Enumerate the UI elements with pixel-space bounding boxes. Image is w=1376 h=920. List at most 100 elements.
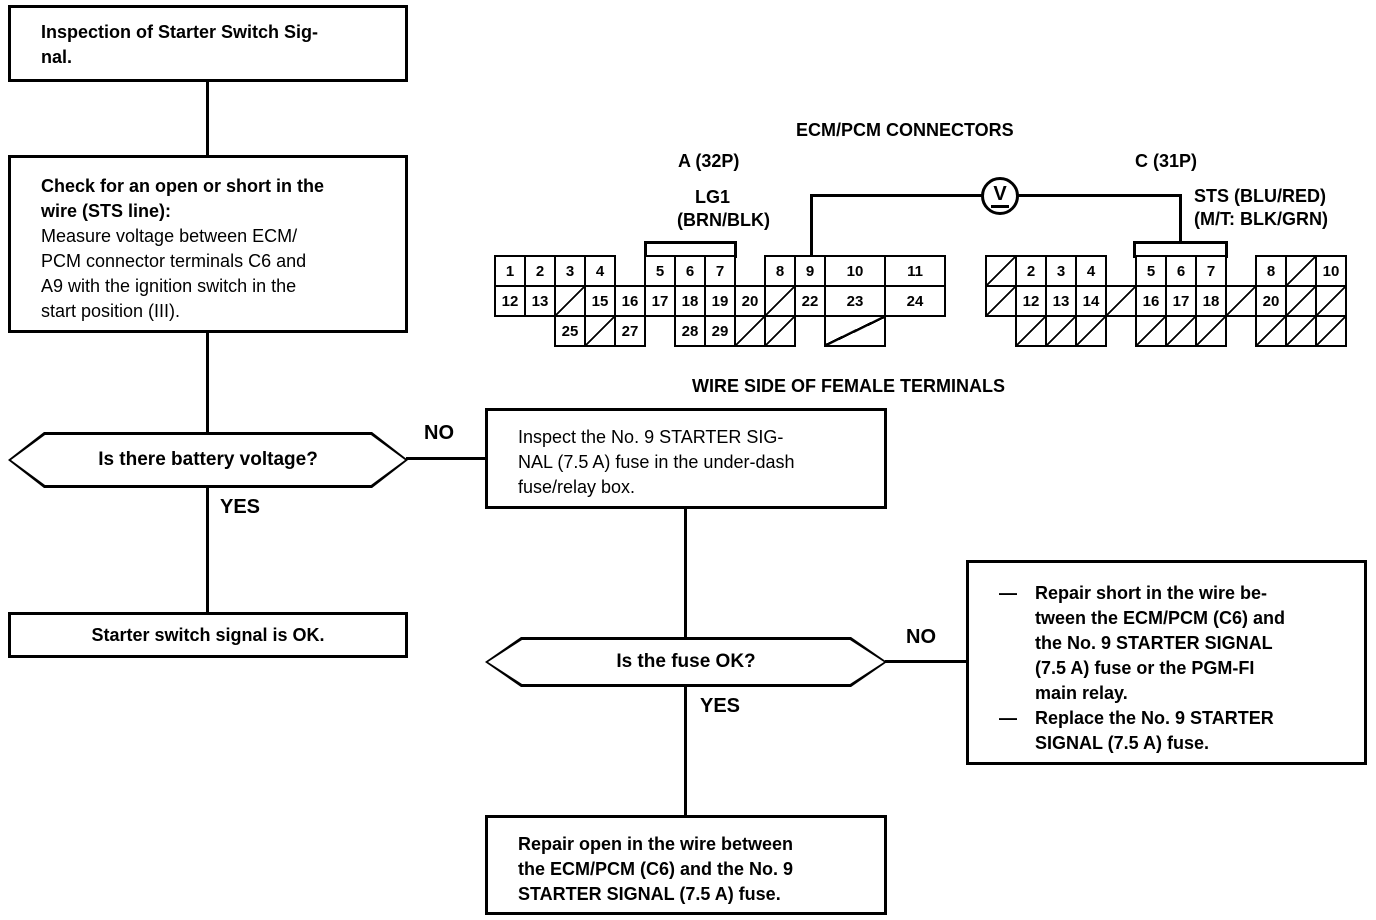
terminal-cell-unused — [1285, 315, 1317, 347]
sts-name: STS (BLU/RED) — [1194, 186, 1326, 206]
repair-short-item: — Repair short in the wire be- tween the… — [999, 581, 1354, 706]
repair-open-box: Repair open in the wire between the ECM/… — [485, 815, 887, 915]
terminal-cell-5: 5 — [644, 255, 676, 287]
terminal-cell-unused — [1075, 315, 1107, 347]
fuse-no-label: NO — [906, 626, 936, 648]
terminal-cell-6: 6 — [1165, 255, 1197, 287]
flow-line-fuse-yes — [684, 686, 687, 815]
dash-bullet: — — [999, 583, 1017, 603]
connector-a-label: A (32P) — [678, 151, 740, 171]
sts-terminal-label: STS (BLU/RED) (M/T: BLK/GRN) — [1194, 185, 1328, 231]
terminal-cell-unused — [1015, 315, 1047, 347]
terminal-cell-unused — [985, 255, 1017, 287]
terminal-cell-10: 10 — [824, 255, 886, 287]
terminal-cell-9: 9 — [794, 255, 826, 287]
terminal-cell-15: 15 — [584, 285, 616, 317]
terminal-cell-19: 19 — [704, 285, 736, 317]
terminal-cell-6: 6 — [674, 255, 706, 287]
terminal-cell-unused — [1135, 315, 1167, 347]
terminal-cell-unused — [584, 315, 616, 347]
signal-ok-text: Starter switch signal is OK. — [91, 624, 325, 645]
terminal-cell-unused — [554, 285, 586, 317]
terminal-cell-20: 20 — [1255, 285, 1287, 317]
terminal-cell-unused — [1315, 315, 1347, 347]
terminal-cell-23: 23 — [824, 285, 886, 317]
terminal-cell-12: 12 — [494, 285, 526, 317]
connector-diagram-title: ECM/PCM CONNECTORS — [796, 120, 1014, 140]
terminal-cell-29: 29 — [704, 315, 736, 347]
flow-line-inspect-to-fuse — [684, 508, 687, 637]
terminal-cell-27: 27 — [614, 315, 646, 347]
terminal-cell-unused — [1165, 315, 1197, 347]
fuse-yes-label: YES — [700, 695, 741, 717]
start-box-text: Inspection of Starter Switch Sig- nal. — [41, 22, 319, 67]
terminal-cell-unused — [1285, 285, 1317, 317]
terminal-cell-unused — [1315, 285, 1347, 317]
flow-line-check-to-battery — [206, 333, 209, 432]
start-box: Inspection of Starter Switch Sig- nal. — [8, 5, 408, 82]
terminal-cell-4: 4 — [584, 255, 616, 287]
terminal-cell-unused — [1105, 285, 1137, 317]
terminal-cell-24: 24 — [884, 285, 946, 317]
lg1-terminal-label: LG1 (BRN/BLK) — [677, 186, 770, 232]
flow-line-fuse-no — [885, 660, 966, 663]
dash-bullet: — — [999, 708, 1017, 728]
inspect-fuse-box: Inspect the No. 9 STARTER SIG- NAL (7.5 … — [485, 408, 887, 509]
terminal-cell-7: 7 — [1195, 255, 1227, 287]
terminal-cell-16: 16 — [614, 285, 646, 317]
voltmeter-letter: V — [991, 184, 1009, 208]
terminal-cell-18: 18 — [1195, 285, 1227, 317]
check-box-heading: Check for an open or short in the wire (… — [41, 176, 325, 221]
terminal-cell-8: 8 — [1255, 255, 1287, 287]
battery-yes-label: YES — [220, 496, 261, 518]
terminal-cell-18: 18 — [674, 285, 706, 317]
terminal-cell-unused — [1225, 285, 1257, 317]
check-box: Check for an open or short in the wire (… — [8, 155, 408, 333]
battery-no-label: NO — [424, 422, 454, 444]
wire-side-caption: WIRE SIDE OF FEMALE TERMINALS — [692, 376, 1005, 396]
terminal-cell-unused — [764, 315, 796, 347]
terminal-cell-unused — [1045, 315, 1077, 347]
terminal-cell-17: 17 — [644, 285, 676, 317]
signal-ok-box: Starter switch signal is OK. — [8, 612, 408, 658]
terminal-cell-22: 22 — [794, 285, 826, 317]
flow-line-battery-yes — [206, 486, 209, 612]
meter-wire-to-a9 — [810, 194, 813, 255]
terminal-cell-unused — [985, 285, 1017, 317]
terminal-cell-unused — [764, 285, 796, 317]
terminal-cell-5: 5 — [1135, 255, 1167, 287]
battery-voltage-question: Is there battery voltage? — [11, 435, 405, 485]
battery-voltage-decision: Is there battery voltage? — [8, 432, 408, 488]
terminal-cell-4: 4 — [1075, 255, 1107, 287]
fuse-ok-decision: Is the fuse OK? — [485, 637, 887, 687]
check-box-body: Measure voltage between ECM/ PCM connect… — [41, 226, 307, 321]
terminal-cell-17: 17 — [1165, 285, 1197, 317]
terminal-cell-2: 2 — [1015, 255, 1047, 287]
sts-mt-wire-color: (M/T: BLK/GRN) — [1194, 209, 1328, 229]
flow-line-start-to-check — [206, 82, 209, 155]
replace-fuse-item-text: Replace the No. 9 STARTER SIGNAL (7.5 A)… — [1035, 708, 1274, 753]
terminal-cell-unused — [1195, 315, 1227, 347]
terminal-cell-16: 16 — [1135, 285, 1167, 317]
terminal-cell-3: 3 — [554, 255, 586, 287]
terminal-cell-3: 3 — [1045, 255, 1077, 287]
connector-c-label: C (31P) — [1135, 151, 1198, 171]
terminal-cell-unused — [1285, 255, 1317, 287]
terminal-cell-28: 28 — [674, 315, 706, 347]
terminal-cell-unused — [824, 315, 886, 347]
terminal-cell-unused — [734, 315, 766, 347]
repair-open-text: Repair open in the wire between the ECM/… — [518, 834, 794, 904]
terminal-cell-14: 14 — [1075, 285, 1107, 317]
terminal-cell-20: 20 — [734, 285, 766, 317]
terminal-cell-7: 7 — [704, 255, 736, 287]
terminal-cell-10: 10 — [1315, 255, 1347, 287]
terminal-cell-1: 1 — [494, 255, 526, 287]
meter-wire-to-c6 — [1179, 194, 1182, 247]
lg1-name: LG1 — [695, 187, 731, 207]
terminal-cell-unused — [1255, 315, 1287, 347]
terminal-cell-8: 8 — [764, 255, 796, 287]
repair-short-item-text: Repair short in the wire be- tween the E… — [1035, 583, 1286, 703]
terminal-cell-2: 2 — [524, 255, 556, 287]
